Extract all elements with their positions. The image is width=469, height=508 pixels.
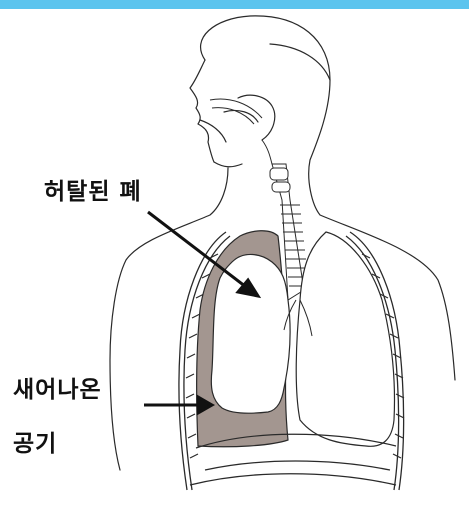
collapsed-lung-label: 허탈된 폐 — [44, 172, 142, 206]
arrow-leaked-air — [144, 397, 212, 413]
healthy-lung — [296, 232, 394, 446]
leaked-air-label-line1: 새어나온 — [13, 370, 102, 404]
collapsed-lung — [211, 254, 290, 413]
leaked-air-label-line2: 공기 — [13, 424, 57, 458]
